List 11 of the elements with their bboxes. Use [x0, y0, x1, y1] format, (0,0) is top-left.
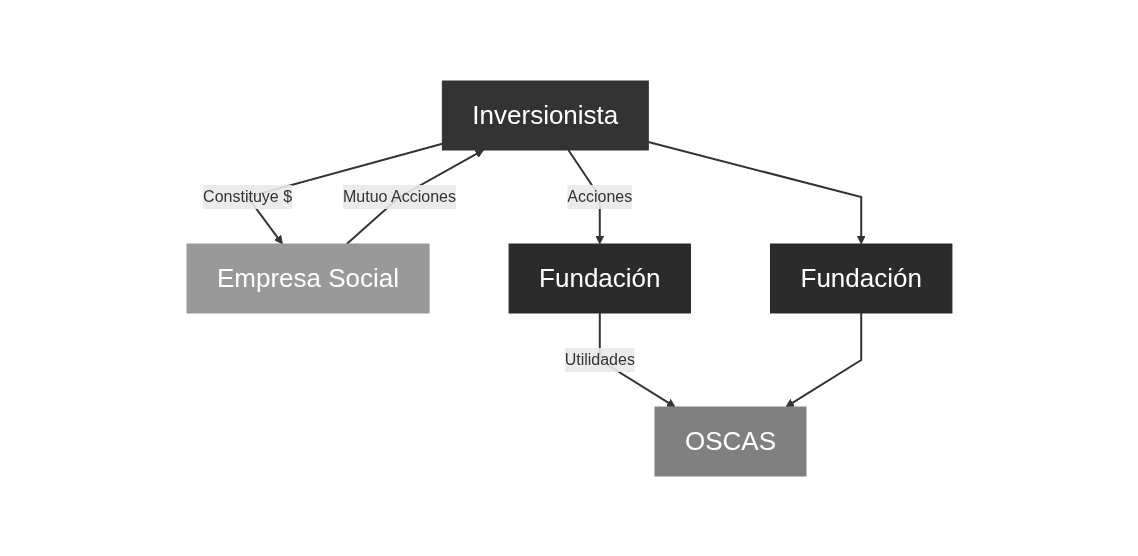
node-box: OSCAS — [654, 406, 807, 476]
edge-label: Utilidades — [564, 350, 635, 368]
node-box: Inversionista — [441, 80, 649, 150]
edge-label: Mutuo Acciones — [342, 187, 456, 205]
node-box: Empresa Social — [186, 243, 430, 313]
arrow — [784, 311, 862, 407]
arrow — [646, 140, 866, 244]
node-box: Fundación — [769, 243, 952, 313]
edge-label: Constituye $ — [202, 187, 292, 205]
edge-label: Acciones — [566, 187, 632, 205]
node-box: Fundación — [508, 243, 691, 313]
